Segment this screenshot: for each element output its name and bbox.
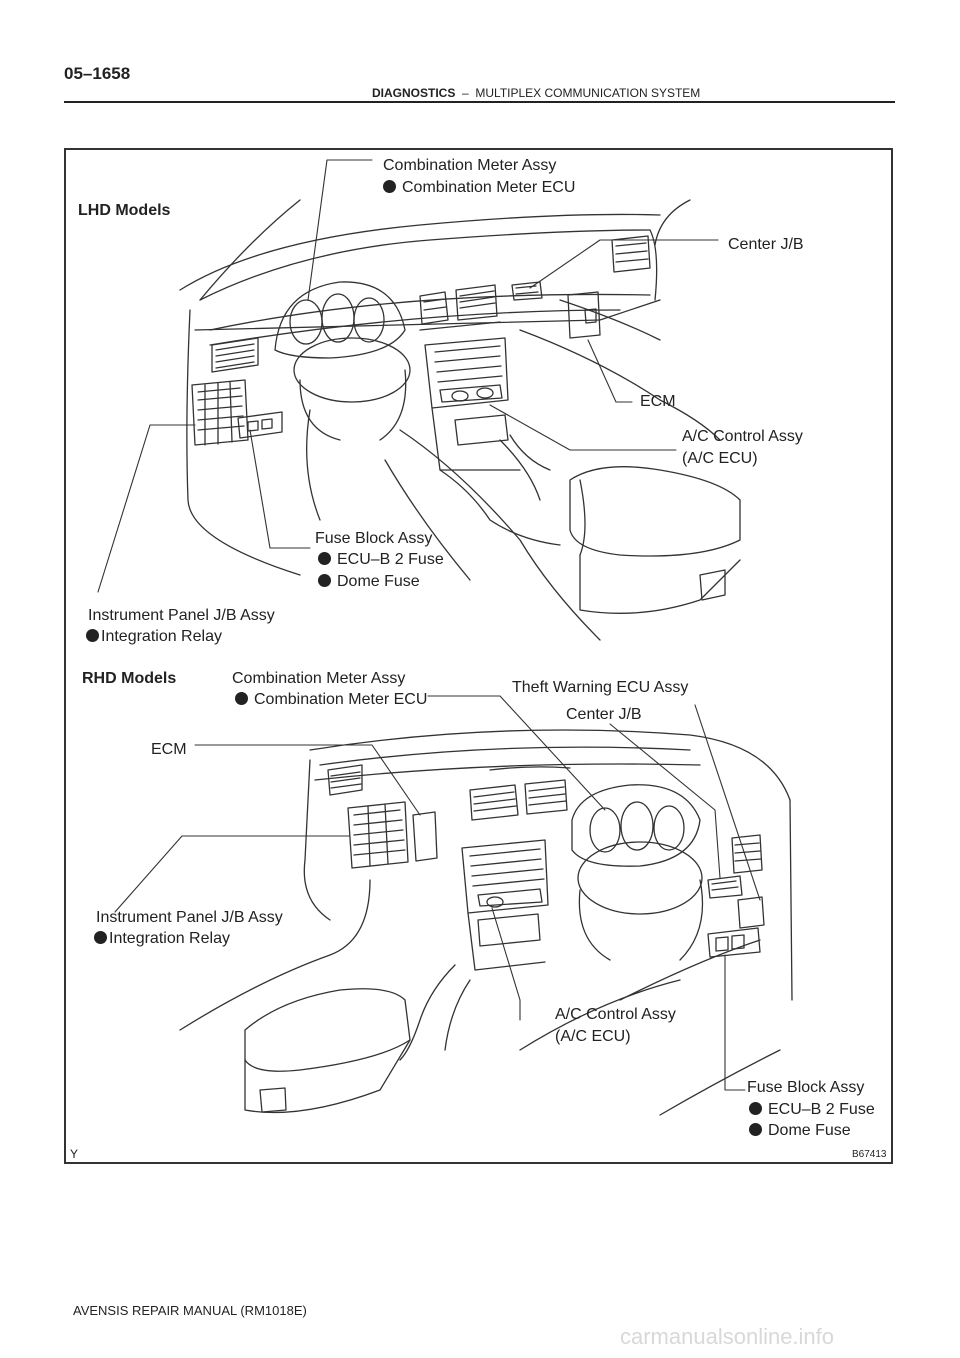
rhd-instrument-panel-jb-label: Instrument Panel J/B Assy	[96, 909, 283, 926]
header-separator: –	[462, 86, 469, 100]
lhd-combination-meter-ecu-label: Combination Meter ECU	[402, 179, 576, 196]
bullet-icon	[94, 931, 107, 944]
manual-footer: AVENSIS REPAIR MANUAL (RM1018E)	[73, 1303, 307, 1318]
lhd-models-heading: LHD Models	[78, 202, 171, 219]
rhd-ecm-label: ECM	[151, 741, 187, 758]
page-number: 05–1658	[64, 64, 131, 83]
bullet-icon	[86, 629, 99, 642]
rhd-ac-control-label: A/C Control Assy	[555, 1006, 676, 1023]
bullet-icon	[318, 552, 331, 565]
bullet-icon	[318, 574, 331, 587]
bullet-icon	[749, 1102, 762, 1115]
bullet-icon	[383, 180, 396, 193]
rhd-ecu-b2-fuse-label: ECU–B 2 Fuse	[768, 1101, 875, 1118]
rhd-fuse-block-label: Fuse Block Assy	[747, 1079, 865, 1096]
lhd-ecm-label: ECM	[640, 393, 676, 410]
lhd-ac-ecu-label: (A/C ECU)	[682, 450, 758, 467]
rhd-models-heading: RHD Models	[82, 670, 177, 687]
lhd-integration-relay-label: Integration Relay	[101, 628, 222, 645]
figure-corner-mark: Y	[70, 1147, 79, 1161]
lhd-combination-meter-label: Combination Meter Assy	[383, 157, 557, 174]
lhd-ecu-b2-fuse-item: ECU–B 2 Fuse	[318, 551, 444, 569]
rhd-ac-ecu-label: (A/C ECU)	[555, 1028, 631, 1045]
rhd-center-jb-label: Center J/B	[566, 706, 642, 723]
rhd-dome-fuse-item: Dome Fuse	[749, 1122, 851, 1140]
subsection-name: MULTIPLEX COMMUNICATION SYSTEM	[475, 86, 701, 100]
lhd-fuse-block-label: Fuse Block Assy	[315, 530, 433, 547]
lhd-dome-fuse-label: Dome Fuse	[337, 573, 420, 590]
rhd-dome-fuse-label: Dome Fuse	[768, 1122, 851, 1139]
rhd-combination-meter-ecu-item: Combination Meter ECU	[235, 691, 427, 709]
rhd-theft-warning-label: Theft Warning ECU Assy	[512, 679, 689, 696]
header-title: DIAGNOSTICS – MULTIPLEX COMMUNICATION SY…	[372, 86, 700, 100]
watermark: carmanualsonline.info	[620, 1324, 835, 1349]
rhd-leader-lines	[114, 695, 761, 1091]
rhd-integration-relay-item: Integration Relay	[94, 930, 230, 948]
rhd-integration-relay-label: Integration Relay	[109, 930, 230, 947]
rhd-combination-meter-ecu-label: Combination Meter ECU	[254, 691, 428, 708]
lhd-ac-control-label: A/C Control Assy	[682, 428, 803, 445]
bullet-icon	[235, 692, 248, 705]
bullet-icon	[749, 1123, 762, 1136]
header-rule	[64, 101, 895, 103]
lhd-integration-relay-item: Integration Relay	[86, 628, 222, 646]
lhd-center-jb-label: Center J/B	[728, 236, 804, 253]
section-name: DIAGNOSTICS	[372, 86, 456, 100]
rhd-ecu-b2-fuse-item: ECU–B 2 Fuse	[749, 1101, 875, 1119]
figure-frame	[64, 148, 893, 1164]
lhd-combination-meter-ecu-item: Combination Meter ECU	[383, 179, 575, 197]
lhd-dome-fuse-item: Dome Fuse	[318, 573, 420, 591]
rhd-dashboard-drawing	[179, 729, 793, 1116]
lhd-ecu-b2-fuse-label: ECU–B 2 Fuse	[337, 551, 444, 568]
rhd-combination-meter-label: Combination Meter Assy	[232, 670, 406, 687]
figure-code: B67413	[852, 1149, 887, 1160]
lhd-dashboard-drawing	[179, 199, 741, 641]
lhd-leader-lines	[97, 159, 719, 593]
lhd-instrument-panel-jb-label: Instrument Panel J/B Assy	[88, 607, 275, 624]
